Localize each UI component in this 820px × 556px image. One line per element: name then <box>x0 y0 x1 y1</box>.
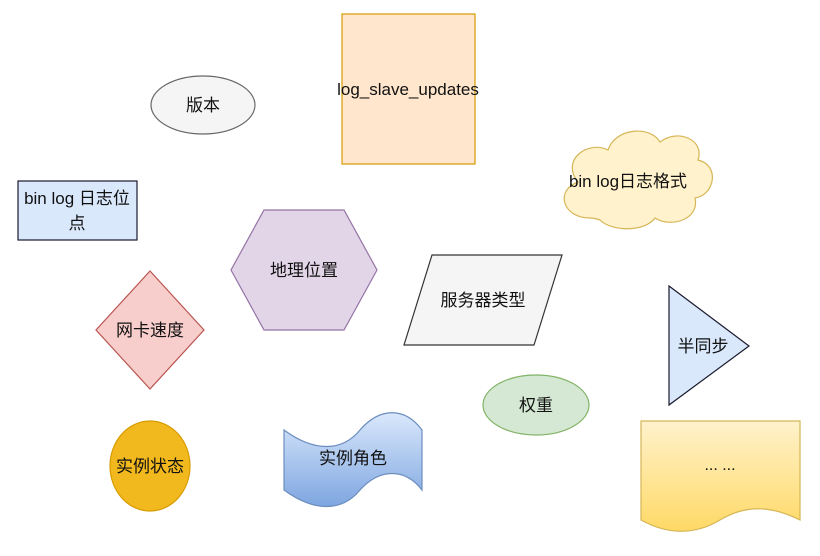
cloud-shape <box>563 130 713 230</box>
instance-role-node[interactable]: 实例角色 <box>283 412 423 508</box>
server-type-node[interactable]: 服务器类型 <box>403 254 563 346</box>
weight-node[interactable]: 权重 <box>482 374 590 436</box>
semi-sync-node[interactable]: 半同步 <box>668 284 751 407</box>
geo-location-node[interactable]: 地理位置 <box>230 209 378 331</box>
more-label: ... ... <box>704 457 735 474</box>
log-slave-updates-label: log_slave_updates <box>337 80 479 99</box>
instance-status-label: 实例状态 <box>116 457 184 476</box>
semi-sync-label: 半同步 <box>678 337 729 356</box>
binlog-format-node[interactable]: bin log日志格式 <box>563 130 713 230</box>
weight-ellipse <box>482 374 590 436</box>
binlog-position-node[interactable]: bin log 日志位 点 <box>17 180 138 241</box>
geo-location-label: 地理位置 <box>270 261 338 280</box>
weight-label: 权重 <box>519 396 553 415</box>
server-type-label: 服务器类型 <box>441 291 526 310</box>
version-label: 版本 <box>186 96 220 115</box>
instance-status-ellipse <box>109 420 191 512</box>
binlog-format-label: bin log日志格式 <box>569 172 687 191</box>
more-node[interactable]: ... ... <box>640 420 801 532</box>
binlog-position-label-line1: bin log 日志位 <box>24 189 130 208</box>
instance-status-node[interactable]: 实例状态 <box>109 420 191 512</box>
tape-shape <box>283 412 423 508</box>
log-slave-updates-node[interactable]: log_slave_updates <box>337 13 479 165</box>
triangle-shape <box>668 284 751 407</box>
version-node[interactable]: 版本 <box>150 75 256 135</box>
instance-role-label: 实例角色 <box>319 449 387 468</box>
log-slave-updates-rect <box>341 13 476 165</box>
nic-speed-label: 网卡速度 <box>116 321 184 340</box>
hexagon-shape <box>230 209 378 331</box>
binlog-position-rect <box>17 180 138 241</box>
version-ellipse <box>150 75 256 135</box>
parallelogram-shape <box>403 254 563 346</box>
binlog-position-label-line2: 点 <box>69 214 86 233</box>
nic-speed-node[interactable]: 网卡速度 <box>95 270 205 390</box>
diamond-shape <box>95 270 205 390</box>
document-shape <box>640 420 801 532</box>
